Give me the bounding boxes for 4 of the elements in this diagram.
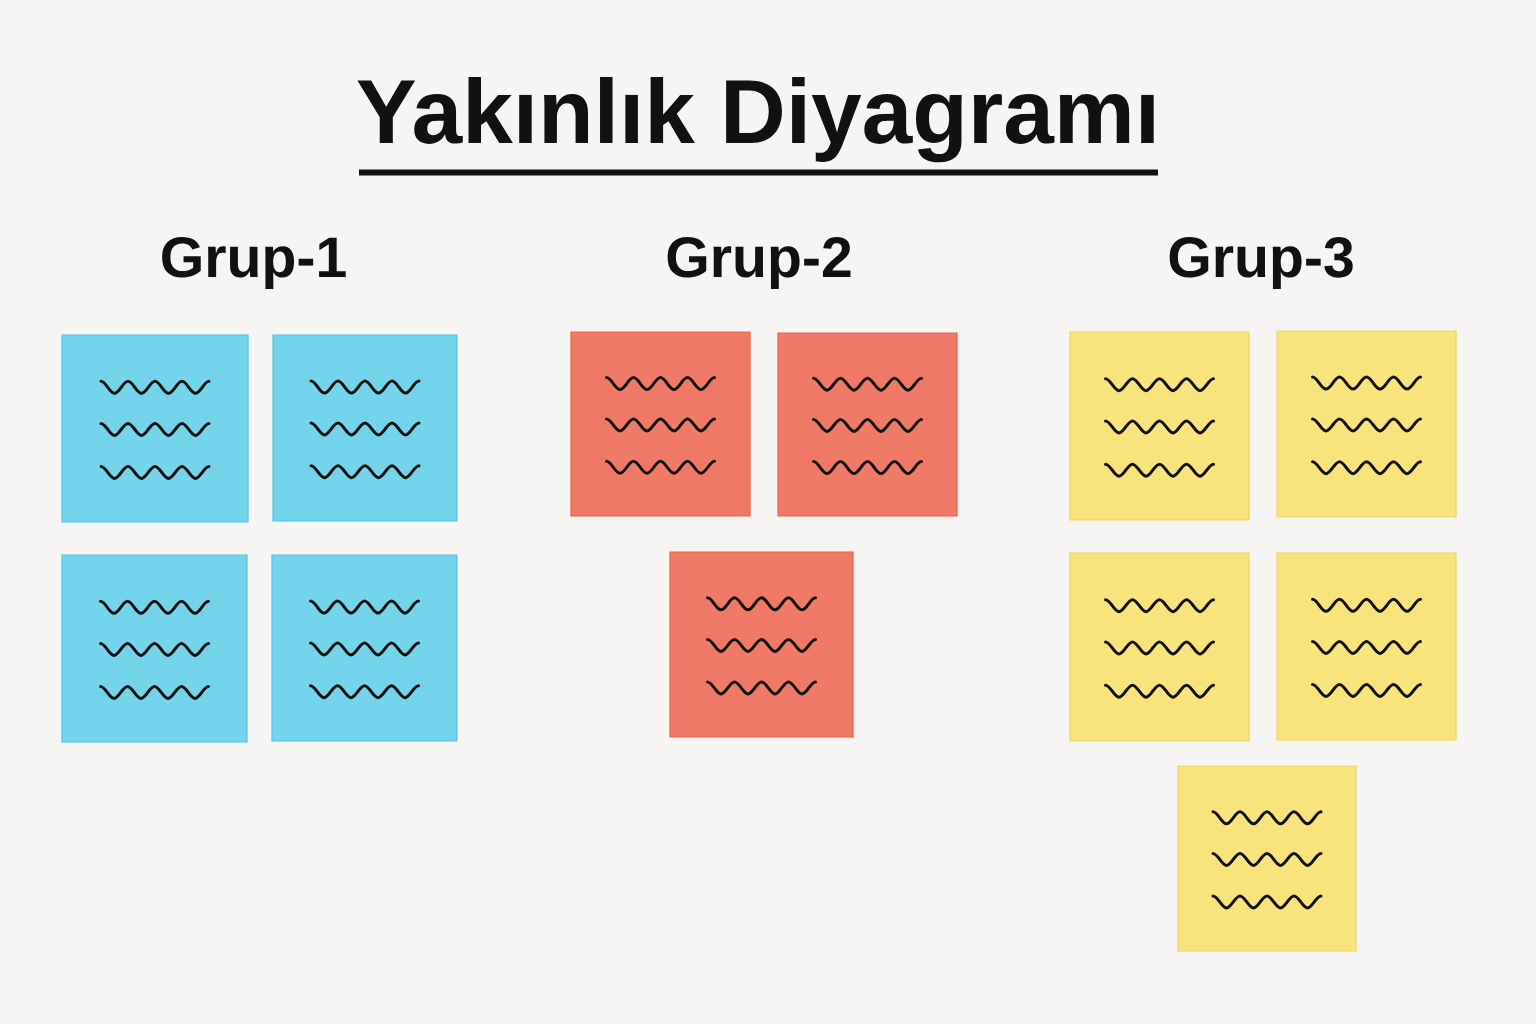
title: Yakınlık Diyagramı <box>357 77 1154 163</box>
group-heading: Grup-3 <box>1169 237 1353 289</box>
group-heading: Grup-1 <box>162 237 346 289</box>
group-heading: Grup-2 <box>667 237 851 289</box>
